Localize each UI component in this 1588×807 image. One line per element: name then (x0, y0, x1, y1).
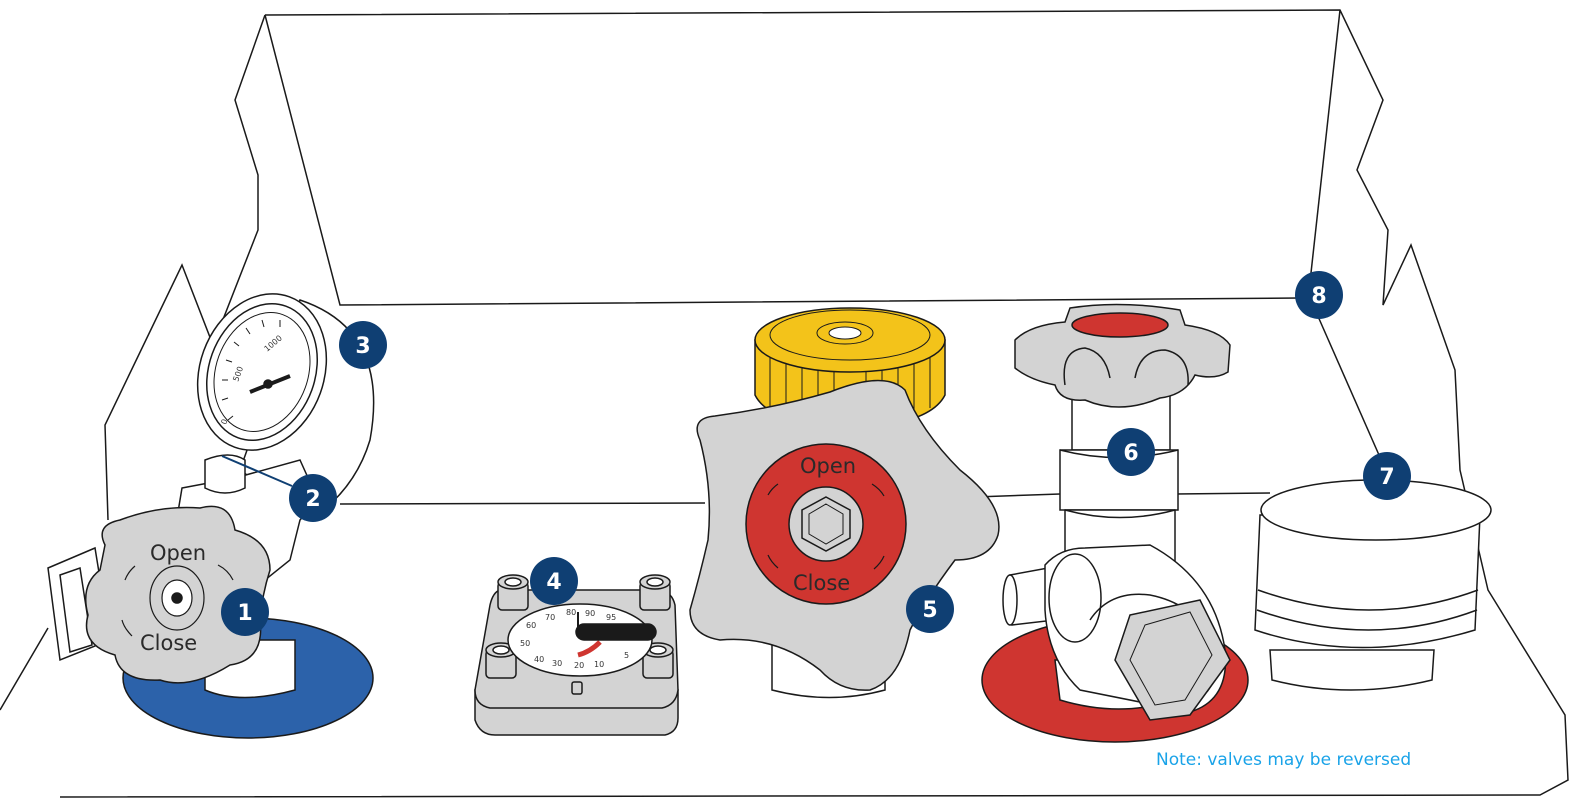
timer-dial-icon: 10 20 30 40 50 60 70 80 90 95 5 (507, 603, 657, 677)
svg-text:90: 90 (585, 609, 595, 618)
markers: 1 2 3 4 5 6 7 8 (221, 271, 1411, 636)
svg-text:70: 70 (545, 613, 555, 622)
marker-5[interactable]: 5 (906, 585, 954, 633)
svg-text:2: 2 (305, 487, 320, 512)
svg-text:5: 5 (624, 651, 629, 660)
reversed-valves-note: Note: valves may be reversed (1156, 750, 1412, 770)
star-knob-icon: Open Close (689, 379, 1000, 691)
hand-wheel-icon: Open Close (85, 505, 271, 684)
svg-text:50: 50 (520, 639, 530, 648)
open-label-center: Open (800, 454, 856, 478)
pressure-gauge-icon: 0 500 1000 (196, 293, 328, 451)
svg-text:60: 60 (526, 621, 536, 630)
blue-cylinder-valve: 0 500 1000 Open Close (47, 293, 375, 739)
svg-text:80: 80 (566, 608, 576, 617)
red-cylinder-center: Open Close (689, 307, 1000, 699)
marker-7[interactable]: 7 (1363, 452, 1411, 500)
marker-1[interactable]: 1 (221, 588, 269, 636)
svg-text:30: 30 (552, 659, 562, 668)
open-label: Open (150, 541, 206, 565)
svg-text:95: 95 (606, 613, 616, 622)
svg-text:1: 1 (237, 601, 252, 626)
svg-text:5: 5 (922, 598, 937, 623)
filter-canister-icon (1254, 479, 1492, 691)
svg-text:8: 8 (1311, 284, 1326, 309)
svg-text:10: 10 (594, 660, 604, 669)
close-label-center: Close (793, 571, 850, 595)
svg-text:6: 6 (1123, 441, 1138, 466)
marker-2[interactable]: 2 (289, 474, 337, 522)
marker-6[interactable]: 6 (1107, 428, 1155, 476)
red-cylinder-valve (981, 303, 1249, 743)
svg-text:40: 40 (534, 655, 544, 664)
star-knob-top (1014, 303, 1231, 408)
cabinet-outline (0, 9, 1569, 798)
svg-text:0: 0 (219, 418, 229, 426)
close-label: Close (140, 631, 197, 655)
marker-8[interactable]: 8 (1295, 271, 1343, 319)
svg-text:3: 3 (355, 334, 370, 359)
marker-4[interactable]: 4 (530, 557, 578, 605)
svg-text:20: 20 (574, 661, 584, 670)
svg-text:7: 7 (1379, 465, 1394, 490)
svg-text:4: 4 (546, 570, 561, 595)
timer-panel: 10 20 30 40 50 60 70 80 90 95 5 (474, 574, 679, 736)
marker-3[interactable]: 3 (339, 321, 387, 369)
